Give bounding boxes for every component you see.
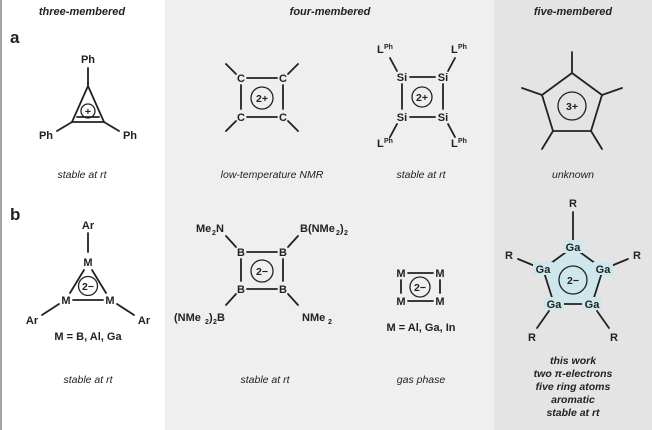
caption-m3: stable at rt [63, 374, 113, 386]
svg-text:stable at rt: stable at rt [546, 407, 600, 419]
cyclobutadiene-dication-structure: C C C C 2+ [225, 63, 299, 132]
svg-text:2: 2 [336, 230, 340, 237]
panel-label-b: b [10, 205, 20, 224]
tetrametallic-dianion-structure: M M M M 2− [396, 268, 444, 308]
svg-text:Ph: Ph [384, 44, 393, 51]
svg-text:2: 2 [205, 319, 209, 326]
svg-text:NMe: NMe [302, 312, 325, 324]
svg-text:C: C [279, 73, 287, 85]
svg-text:M: M [435, 268, 444, 280]
svg-text:L: L [451, 44, 458, 56]
svg-text:Ph: Ph [458, 44, 467, 51]
phenyl-label-left: Ph [39, 130, 53, 142]
caption-cyclopropenium: stable at rt [57, 169, 107, 181]
metals-label-m3: M = B, Al, Ga [54, 331, 122, 343]
svg-text:R: R [633, 250, 641, 262]
svg-text:five ring atoms: five ring atoms [536, 381, 611, 393]
header-three-membered: three-membered [39, 6, 125, 18]
header-five-membered: five-membered [534, 6, 613, 18]
svg-text:Si: Si [438, 112, 448, 124]
header-four-membered: four-membered [290, 6, 371, 18]
svg-text:Si: Si [438, 72, 448, 84]
svg-text:aromatic: aromatic [551, 394, 595, 406]
svg-text:this work: this work [550, 355, 597, 367]
positive-charge-circle [80, 103, 96, 119]
cyclopropenium-structure: + Ph Ph Ph [39, 54, 137, 142]
svg-text:two π-electrons: two π-electrons [534, 368, 613, 380]
svg-text:Ga: Ga [566, 242, 582, 254]
caption-m4: gas phase [397, 374, 446, 386]
svg-text:M: M [105, 295, 114, 307]
svg-text:M: M [435, 296, 444, 308]
caption-cyclopentadienyl: unknown [552, 169, 594, 181]
svg-text:R: R [528, 332, 536, 344]
phenyl-label-top: Ph [81, 54, 95, 66]
charge-label: + [85, 106, 91, 118]
svg-text:): ) [209, 312, 213, 324]
svg-text:N: N [216, 223, 224, 235]
svg-text:2−: 2− [82, 281, 94, 293]
svg-text:M: M [61, 295, 70, 307]
svg-text:C: C [237, 112, 245, 124]
svg-text:Ph: Ph [458, 138, 467, 145]
svg-text:3+: 3+ [566, 101, 578, 113]
caption-tetrasila: stable at rt [396, 169, 446, 181]
svg-text:2: 2 [344, 230, 348, 237]
svg-text:2−: 2− [256, 266, 268, 278]
svg-text:2+: 2+ [256, 93, 268, 105]
caption-b4: stable at rt [240, 374, 290, 386]
svg-text:Si: Si [397, 72, 407, 84]
tetraboracyclobutadiene-dianion-structure: B B B B 2− Me 2 N B(NMe 2 ) 2 (NMe 2 ) 2… [174, 223, 348, 326]
svg-text:L: L [377, 138, 384, 150]
svg-text:B: B [217, 312, 225, 324]
svg-text:2: 2 [328, 319, 332, 326]
svg-text:2−: 2− [414, 282, 426, 294]
svg-text:R: R [505, 250, 513, 262]
svg-text:2: 2 [212, 230, 216, 237]
svg-text:B: B [237, 247, 245, 259]
svg-text:2: 2 [213, 319, 217, 326]
svg-text:R: R [610, 332, 618, 344]
svg-text:2−: 2− [567, 275, 579, 287]
svg-text:B(NMe: B(NMe [300, 223, 335, 235]
four-membered-background [165, 0, 494, 430]
svg-text:Ga: Ga [585, 299, 601, 311]
svg-text:Me: Me [196, 223, 211, 235]
svg-text:Ga: Ga [596, 264, 612, 276]
svg-text:C: C [279, 112, 287, 124]
pentagallium-dianion-structure: 2− Ga Ga Ga Ga Ga R R R R R [505, 198, 641, 344]
svg-text:M: M [396, 296, 405, 308]
svg-text:C: C [237, 73, 245, 85]
svg-text:M: M [396, 268, 405, 280]
caption-this-work: this work two π-electrons five ring atom… [534, 355, 613, 419]
svg-text:Ar: Ar [138, 315, 151, 327]
caption-cyclobutadiene: low-temperature NMR [221, 169, 324, 181]
svg-text:B: B [279, 247, 287, 259]
tetrasilacyclobutadiene-dication-structure: Si Si Si Si 2+ L Ph L Ph L Ph L Ph [377, 44, 467, 150]
svg-text:L: L [451, 138, 458, 150]
svg-text:B: B [279, 284, 287, 296]
svg-text:Ar: Ar [82, 220, 95, 232]
svg-text:Ga: Ga [547, 299, 563, 311]
svg-text:2+: 2+ [416, 92, 428, 104]
svg-text:(NMe: (NMe [174, 312, 201, 324]
svg-text:Ga: Ga [536, 264, 552, 276]
trimetallic-dianion-structure: Ar M M M 2− Ar Ar [26, 220, 151, 327]
svg-text:Ar: Ar [26, 315, 39, 327]
svg-text:M: M [83, 257, 92, 269]
svg-text:Si: Si [397, 112, 407, 124]
svg-text:B: B [237, 284, 245, 296]
panel-label-a: a [10, 28, 20, 47]
cyclopentadienyl-trication-structure: 3+ [521, 51, 623, 150]
metals-label-m4: M = Al, Ga, In [387, 322, 456, 334]
svg-text:L: L [377, 44, 384, 56]
phenyl-label-right: Ph [123, 130, 137, 142]
svg-text:): ) [340, 223, 344, 235]
svg-text:Ph: Ph [384, 138, 393, 145]
svg-text:R: R [569, 198, 577, 210]
